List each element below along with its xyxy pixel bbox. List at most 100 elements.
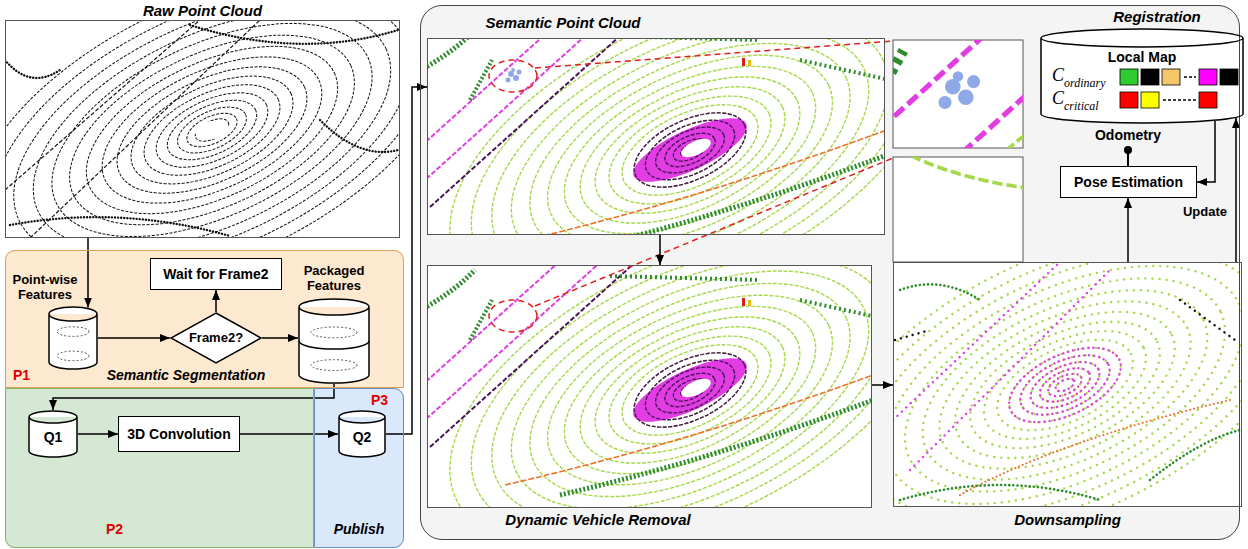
image-panel: Raw Point Cloud <box>5 20 400 238</box>
dynamic-removal-cloud <box>427 265 872 508</box>
image-panel: Dynamic Vehicle Removal <box>427 265 872 508</box>
output-label: Odometry <box>1095 127 1161 143</box>
map-cylinder: Local MapCordinaryCcritical <box>1040 28 1244 124</box>
point-ring <box>311 327 357 338</box>
stage-panel: RegistrationSemantic Point CloudLocal Ma… <box>420 5 1240 540</box>
box-label: 3D Convolution <box>127 426 230 442</box>
process-box: Pose Estimation <box>1060 166 1197 198</box>
local-map-body <box>1141 92 1159 108</box>
set-symbol: C <box>1052 66 1066 84</box>
downsampled-cloud <box>777 159 1248 549</box>
flow-arrow <box>87 238 89 308</box>
raw-point-cloud <box>30 20 260 238</box>
image-panel: Semantic Point Cloud <box>427 38 885 235</box>
local-map-body <box>1120 69 1238 108</box>
data-cylinder: Point-wise Features <box>48 306 98 370</box>
zoom-leader <box>489 60 537 92</box>
odometry-pin <box>1124 146 1132 166</box>
flow-arrow <box>240 433 338 435</box>
zoom-view <box>893 157 1023 262</box>
zoom-view <box>893 157 1023 262</box>
process-tag: P1 <box>13 367 43 383</box>
set-subscript: ordinary <box>1064 77 1114 89</box>
set-symbol: C <box>1052 89 1066 107</box>
raw-point-cloud <box>0 0 500 356</box>
image-title: Dynamic Vehicle Removal <box>488 511 708 528</box>
raw-point-cloud <box>320 120 398 152</box>
flow-arrow <box>98 337 170 339</box>
flow-arrow <box>262 337 298 339</box>
diamond-outline <box>171 313 261 363</box>
flow-arrow <box>215 290 217 312</box>
process-box: 3D Convolution <box>118 416 240 452</box>
flow-arrow <box>659 235 661 265</box>
set-subscript: critical <box>1064 100 1114 112</box>
dynamic-removal-cloud <box>395 164 978 549</box>
image-title: Downsampling <box>894 511 1241 528</box>
raw-point-cloud <box>5 20 400 238</box>
downsampled-cloud <box>1150 430 1240 480</box>
cylinder-label: Packaged Features <box>294 264 374 294</box>
zoom-leader <box>535 158 893 306</box>
local-map-body <box>1162 69 1180 85</box>
semantic-point-cloud <box>427 38 885 235</box>
local-map-body <box>1220 69 1238 85</box>
zoom-view <box>893 40 1023 148</box>
local-map-body <box>1163 99 1196 101</box>
downsampled-cloud <box>998 332 1132 437</box>
image-panel: Downsampling <box>893 262 1242 507</box>
flow-arrow <box>1235 118 1237 262</box>
downsampled-cloud <box>893 262 1060 420</box>
zoom-leader <box>535 41 893 68</box>
dynamic-removal-cloud <box>427 265 872 508</box>
downsampled-cloud <box>900 485 1100 500</box>
zoom-view <box>939 71 981 109</box>
flow-arrow <box>1197 121 1215 182</box>
local-map-body <box>1041 29 1243 123</box>
local-map-body <box>1141 69 1159 85</box>
point-ring <box>311 360 357 371</box>
raw-point-cloud <box>190 25 398 44</box>
cylinder-outline <box>29 411 77 457</box>
flow-arrow <box>872 384 893 386</box>
zoom-view <box>651 0 1248 549</box>
zoom-leader <box>489 300 537 332</box>
downsampled-cloud <box>910 270 1110 470</box>
downsampled-cloud <box>893 262 1242 507</box>
cylinder-label: Point-wise Features <box>8 273 82 303</box>
queue-label: Q2 <box>353 429 372 445</box>
cylinder-outline <box>339 411 385 457</box>
process-group: Publish P3Q2 <box>314 388 404 548</box>
local-map-body <box>1199 69 1217 85</box>
semantic-point-cloud <box>427 38 885 235</box>
local-map-body <box>1199 92 1217 108</box>
cylinder-outline <box>299 299 369 383</box>
queue-cylinder: Q2 <box>338 410 386 458</box>
cylinder-outline <box>299 341 369 349</box>
raw-point-cloud <box>194 121 230 139</box>
local-map-body <box>1120 69 1138 85</box>
downsampled-cloud <box>893 262 1242 507</box>
group-title: Publish <box>315 521 403 537</box>
local-map-body <box>1041 29 1243 123</box>
cylinder-outline <box>1041 29 1243 123</box>
zoom-leader <box>489 41 893 332</box>
box-label: Pose Estimation <box>1074 174 1183 190</box>
downsampled-cloud <box>900 284 980 300</box>
panel-fills <box>314 388 404 548</box>
odometry-pin <box>1127 153 1129 166</box>
edge-label: Update <box>1181 205 1229 220</box>
queue-cylinder: Q1 <box>28 410 78 458</box>
image-title: Raw Point Cloud <box>6 2 399 19</box>
panel-title: Registration <box>1107 8 1207 25</box>
queue-label: Q1 <box>44 429 63 445</box>
downsampled-cloud <box>1180 300 1235 340</box>
semantic-point-cloud <box>506 68 522 83</box>
point-ring <box>57 351 89 361</box>
raw-point-cloud <box>5 20 400 238</box>
raw-point-cloud <box>5 60 60 78</box>
flow-arrow <box>78 433 118 435</box>
zoom-view <box>893 157 1023 262</box>
process-tag: P3 <box>371 392 399 408</box>
